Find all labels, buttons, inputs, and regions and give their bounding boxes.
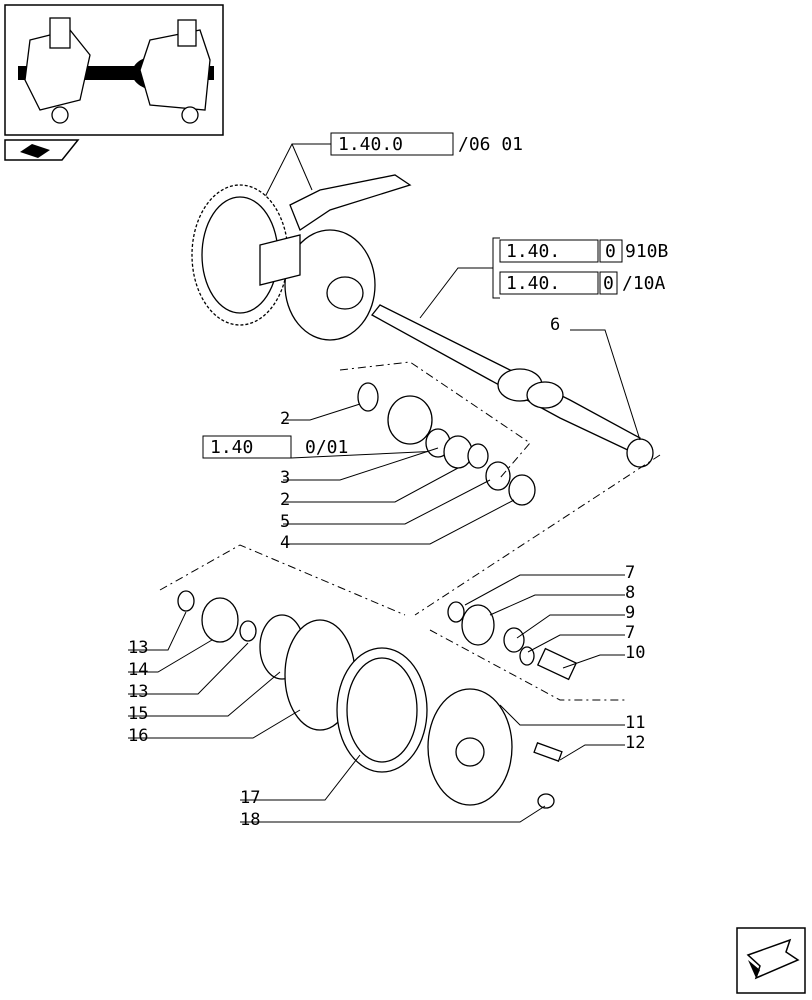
callout-6: 6 — [550, 315, 560, 335]
callout-12: 12 — [625, 733, 645, 753]
next-page-arrow-icon[interactable] — [736, 927, 806, 994]
axle-shaft[interactable] — [371, 304, 641, 453]
ref-2-suffix: 910B — [625, 241, 668, 262]
callout-11: 11 — [625, 713, 645, 733]
ref-4-suffix: 0/01 — [305, 437, 348, 458]
ref-1-suffix: /06 01 — [458, 134, 523, 155]
ref-box-4[interactable]: 1.40 0/01 — [202, 435, 348, 459]
bearing-parts-row[interactable] — [357, 382, 536, 506]
callout-17: 17 — [240, 788, 260, 808]
callout-9: 9 — [625, 603, 635, 623]
ref-3-digit: 0 — [603, 273, 614, 294]
callout-18: 18 — [240, 810, 260, 830]
callout-3: 3 — [280, 468, 290, 488]
callout-2a: 2 — [280, 409, 290, 429]
planet-gear-parts[interactable] — [447, 601, 578, 681]
leader-lines — [128, 329, 641, 823]
seal-ring-6[interactable] — [626, 438, 654, 468]
callout-13a: 13 — [128, 638, 148, 658]
callout-5: 5 — [280, 512, 290, 532]
callout-4: 4 — [280, 533, 290, 553]
ref-box-2[interactable]: 1.40. 0 910B — [499, 239, 668, 263]
ref-4-boxed: 1.40 — [210, 437, 253, 458]
axle-assembly-thumbnail[interactable] — [4, 4, 224, 136]
hub-reduction-parts[interactable] — [177, 590, 563, 809]
book-icon[interactable] — [4, 139, 80, 161]
callout-labels: 6 2 3 2 5 4 7 8 9 7 10 13 14 13 15 16 11… — [128, 315, 645, 830]
crown-wheel-differential[interactable] — [191, 174, 412, 341]
callout-8: 8 — [625, 583, 635, 603]
callout-16: 16 — [128, 726, 148, 746]
ref-2-digit: 0 — [605, 241, 616, 262]
callout-7b: 7 — [625, 623, 635, 643]
callout-7a: 7 — [625, 563, 635, 583]
ref-box-3[interactable]: 1.40. 0 /10A — [499, 271, 666, 295]
ref-3-boxed: 1.40. — [506, 273, 560, 294]
callout-14: 14 — [128, 660, 148, 680]
callout-15: 15 — [128, 704, 148, 724]
ref-box-1[interactable]: 1.40.0 /06 01 — [330, 132, 523, 156]
ref-1-boxed: 1.40.0 — [338, 134, 403, 155]
callout-10: 10 — [625, 643, 645, 663]
ref-3-suffix: /10A — [622, 273, 666, 294]
ref-2-boxed: 1.40. — [506, 241, 560, 262]
callout-13b: 13 — [128, 682, 148, 702]
callout-2b: 2 — [280, 490, 290, 510]
